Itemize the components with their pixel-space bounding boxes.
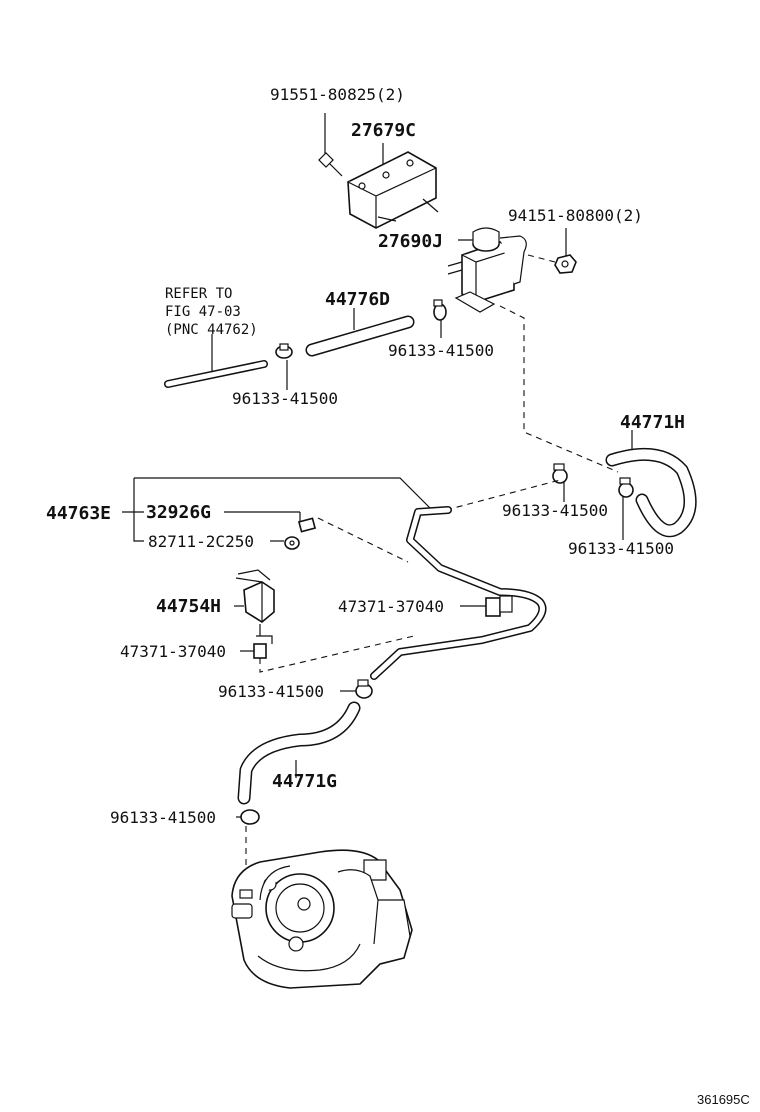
bracket-44754h <box>234 569 275 636</box>
hose-44771h <box>605 430 697 538</box>
vsv-27690j <box>447 227 556 313</box>
label-clamp-b: 96133-41500 <box>388 341 494 360</box>
pipe-44763e <box>122 477 561 680</box>
clamp-96133-g <box>340 679 373 699</box>
label-clamp-c: 96133-41500 <box>502 501 608 520</box>
clamp-96133-c <box>552 463 568 502</box>
label-clamp-47371-f: 47371-37040 <box>120 642 226 661</box>
clamp-47371-f <box>240 635 273 659</box>
label-refer-1: REFER TO <box>165 286 232 302</box>
label-vsv-27690j: 27690J <box>378 231 443 252</box>
label-hose-44771g: 44771G <box>272 771 337 792</box>
bolt-91551 <box>318 113 343 177</box>
label-refer-3: (PNC 44762) <box>165 322 258 338</box>
label-clamp-d: 96133-41500 <box>568 539 674 558</box>
nut-94151 <box>554 228 577 274</box>
label-refer-2: FIG 47-03 <box>165 304 241 320</box>
label-clamp-h: 96133-41500 <box>110 808 216 827</box>
label-clamp-a: 96133-41500 <box>232 389 338 408</box>
refer-pipe <box>164 334 268 388</box>
label-pipe-44763e: 44763E <box>46 503 111 524</box>
clamp-96133-d <box>618 477 634 540</box>
label-nut-94151: 94151-80800(2) <box>508 206 643 225</box>
label-hose-44771h: 44771H <box>620 412 685 433</box>
clip-82711 <box>284 536 300 550</box>
clamp-96133-h <box>236 809 260 825</box>
label-figure-id: 361695C <box>697 1092 750 1107</box>
label-bracket-44754h: 44754H <box>156 596 221 617</box>
clamp-96133-a <box>275 343 293 390</box>
label-clamp-47371-e: 47371-37040 <box>338 597 444 616</box>
engine-assembly <box>231 849 413 989</box>
label-plug-32926g: 32926G <box>146 502 211 523</box>
hose-44771g <box>237 701 361 805</box>
clamp-96133-b <box>433 299 447 338</box>
clamp-47371-e <box>460 595 513 617</box>
label-bolt-91551: 91551-80825(2) <box>270 85 405 104</box>
label-clip-82711: 82711-2C250 <box>148 532 254 551</box>
hose-44776d <box>305 308 415 357</box>
label-hose-44776d: 44776D <box>325 289 390 310</box>
label-clamp-g: 96133-41500 <box>218 682 324 701</box>
plug-32926g <box>297 517 317 533</box>
bracket-27679c <box>347 143 439 229</box>
label-bracket-27679c: 27679C <box>351 120 416 141</box>
